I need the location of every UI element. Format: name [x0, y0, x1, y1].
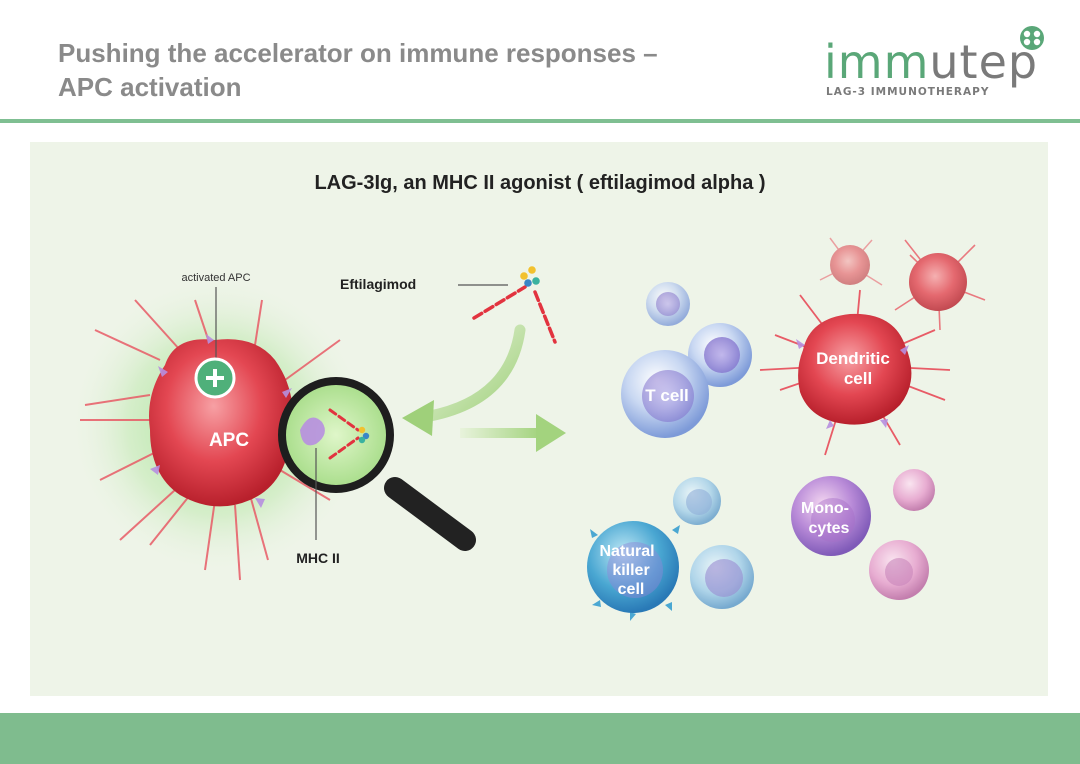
apc-cell	[68, 275, 368, 581]
monocyte-small-top	[893, 469, 935, 511]
t-cell-medium	[688, 323, 752, 387]
header-rule	[0, 119, 1080, 123]
t-cell	[621, 350, 709, 438]
natural-killer-cell	[587, 521, 680, 621]
logo-tagline: LAG-3 IMMUNOTHERAPY	[826, 86, 990, 98]
curved-arrow-icon	[402, 324, 526, 436]
slide-title: Pushing the accelerator on immune respon…	[58, 36, 778, 104]
logo-word-part1: imm	[824, 35, 930, 89]
dendritic-cell-label-line2: cell	[844, 369, 872, 388]
dendritic-cell-medium	[894, 239, 986, 331]
apc-label: APC	[209, 430, 249, 451]
mhc-ii-label: MHC II	[296, 550, 340, 566]
monocytes-label-line2: cytes	[809, 520, 850, 537]
nk-cell-label-line3: cell	[618, 581, 645, 598]
t-cell-small	[646, 282, 690, 326]
dendritic-cell	[759, 289, 951, 456]
footer-bar	[0, 713, 1080, 764]
magnifier-icon	[278, 377, 476, 551]
nk-cell-label-line1: Natural	[599, 543, 654, 560]
arrow-icon	[460, 414, 566, 452]
immutep-logo: immutep LAG-3 IMMUNOTHERAPY	[818, 24, 1048, 104]
slide-title-line1: Pushing the accelerator on immune respon…	[58, 38, 658, 68]
plus-icon	[194, 357, 236, 399]
t-cell-label: T cell	[645, 386, 688, 405]
diagram-title: LAG-3Ig, an MHC II agonist ( eftilagimod…	[314, 172, 766, 194]
logo-wordmark: immutep	[824, 34, 1038, 90]
monocytes-cell	[791, 476, 871, 556]
eftilagimod-label: Eftilagimod	[340, 276, 416, 292]
dendritic-cell-small	[819, 237, 883, 286]
dendritic-cell-label-line1: Dendritic	[816, 349, 890, 368]
monocyte-small-bottom	[869, 540, 929, 600]
slide-title-line2: APC activation	[58, 72, 242, 102]
nk-cell-small-top	[673, 477, 721, 525]
nk-cell-label-line2: killer	[612, 562, 649, 579]
nk-cell-small-right	[690, 545, 754, 609]
activated-apc-label: activated APC	[181, 272, 250, 284]
logo-flower-icon	[1020, 26, 1044, 50]
monocytes-label-line1: Mono-	[801, 500, 849, 517]
eftilagimod-molecule	[472, 266, 557, 344]
logo-word-part2: utep	[929, 35, 1039, 89]
